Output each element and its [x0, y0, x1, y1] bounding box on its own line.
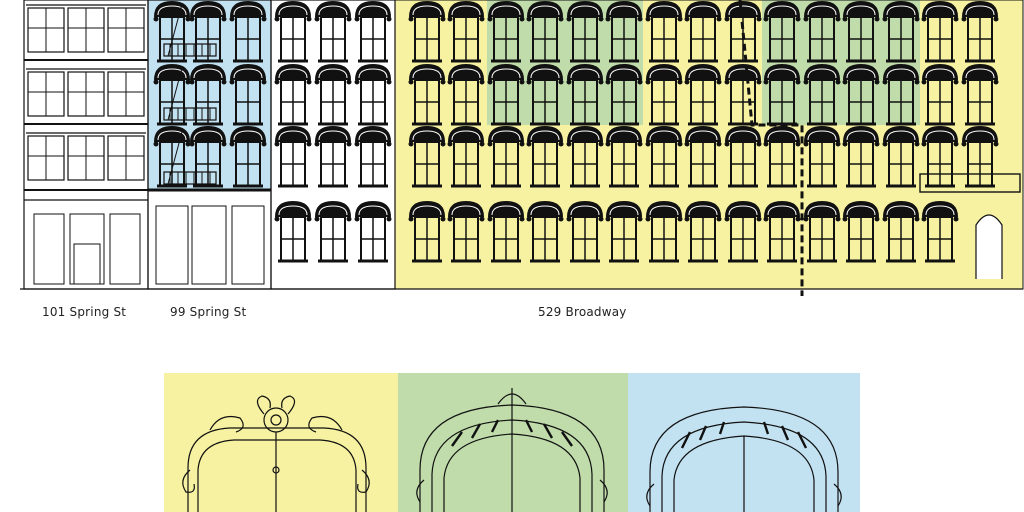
detail-panel-green [398, 373, 628, 512]
building-middle [270, 0, 396, 290]
blue-highlight-99-spring [148, 0, 271, 190]
detail-panel-yellow [164, 373, 398, 512]
label-99-spring: 99 Spring St [170, 305, 247, 319]
green-highlight-left [487, 0, 643, 125]
label-529-broadway: 529 Broadway [538, 305, 627, 319]
ornamental-lintel-icon [416, 388, 608, 512]
building-101-spring [23, 0, 149, 290]
ornamental-lintel-icon [182, 395, 370, 512]
green-highlight-right [762, 0, 920, 125]
ornamental-lintel-icon [646, 406, 842, 512]
label-101-spring: 101 Spring St [42, 305, 127, 319]
